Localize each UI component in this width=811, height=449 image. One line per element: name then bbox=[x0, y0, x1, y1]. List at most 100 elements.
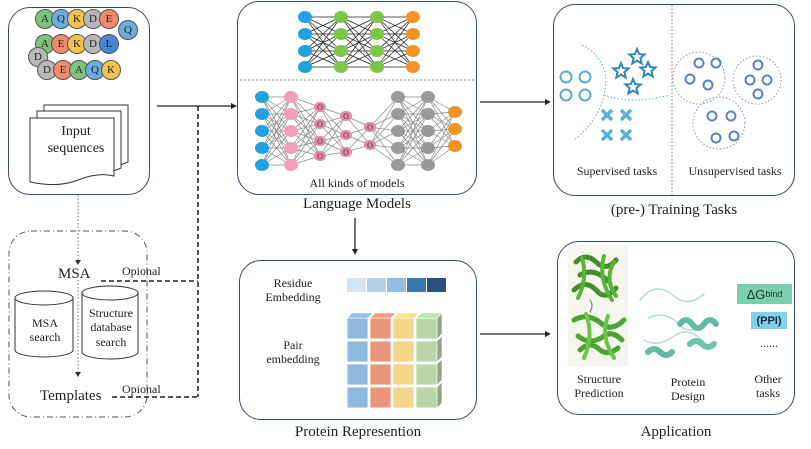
nn-edge bbox=[290, 96, 321, 157]
pair-embedding-cell bbox=[392, 340, 415, 363]
other-line1: Other bbox=[754, 372, 782, 386]
residue-embedding-label: Residue Embedding bbox=[258, 276, 328, 305]
nn-edge bbox=[397, 96, 429, 166]
language-models-panel bbox=[237, 1, 477, 195]
nn-node bbox=[255, 142, 269, 154]
cluster-point bbox=[706, 110, 718, 122]
nn-edge bbox=[369, 96, 399, 146]
nn-edge bbox=[427, 111, 456, 166]
nn-edge bbox=[376, 33, 414, 68]
db2-line3: search bbox=[95, 334, 127, 349]
nn-node bbox=[298, 11, 312, 23]
residue-line2: Embedding bbox=[265, 290, 321, 305]
structure-database-icon bbox=[81, 285, 139, 360]
pair-embedding-side-face bbox=[436, 312, 443, 340]
msa-search-label: MSA search bbox=[18, 316, 72, 345]
nn-edge bbox=[290, 113, 321, 157]
nn-edge bbox=[261, 113, 292, 166]
nn-node-label: O bbox=[367, 123, 373, 132]
nn-node bbox=[314, 135, 326, 147]
pair-embedding-cell bbox=[346, 363, 369, 386]
delta-g-subscript: bind bbox=[765, 289, 783, 299]
nn-edge bbox=[369, 96, 399, 128]
pair-embedding-cell bbox=[369, 340, 392, 363]
pair-line2: embedding bbox=[266, 352, 320, 367]
pair-embedding-top-face bbox=[369, 312, 397, 319]
structure-prediction-label: Structure Prediction bbox=[566, 372, 632, 401]
cluster-point bbox=[761, 74, 773, 86]
templates-label: Templates bbox=[40, 388, 102, 404]
nn-edge bbox=[340, 16, 378, 52]
nn-edge bbox=[319, 115, 347, 142]
ppi-label: (PPI) bbox=[756, 314, 782, 327]
optional-label-templates: Opional bbox=[122, 382, 161, 396]
cluster-point bbox=[710, 132, 722, 144]
nn-node bbox=[421, 159, 435, 171]
nn-node bbox=[421, 108, 435, 120]
cluster-point bbox=[725, 110, 737, 122]
nn-node bbox=[284, 159, 298, 171]
cluster-point bbox=[710, 57, 722, 69]
nn-edge bbox=[376, 16, 414, 68]
cluster-point bbox=[693, 57, 705, 69]
nn-node bbox=[448, 106, 462, 118]
nn-edge bbox=[304, 16, 342, 68]
nn-node-label: O bbox=[317, 103, 323, 112]
residue-embedding-cell bbox=[347, 278, 366, 292]
nn-node-label: O bbox=[367, 141, 373, 150]
nn-node-label: O bbox=[343, 148, 349, 157]
pair-embedding-cell bbox=[346, 386, 369, 409]
other-tasks-label: Other tasks bbox=[746, 372, 790, 401]
cluster-point bbox=[744, 74, 756, 86]
nn-node bbox=[298, 45, 312, 57]
nn-edge bbox=[397, 130, 429, 166]
nn-node bbox=[391, 159, 405, 171]
nn-edge bbox=[397, 113, 429, 166]
class-star bbox=[622, 76, 644, 96]
cluster-boundary bbox=[692, 96, 746, 150]
nn-node bbox=[406, 45, 420, 57]
doc-label-line2: sequences bbox=[47, 140, 105, 156]
nn-node bbox=[370, 45, 384, 57]
structure-line1: Structure bbox=[577, 372, 621, 386]
application-caption: Application bbox=[640, 424, 712, 440]
supervised-tasks-label: Supervised tasks bbox=[576, 164, 658, 178]
nn-edge bbox=[427, 128, 456, 166]
nn-edge bbox=[319, 115, 347, 157]
pair-embedding-top-face bbox=[346, 312, 374, 319]
db1-line2: search bbox=[29, 330, 61, 345]
pair-embedding-top-face bbox=[392, 312, 420, 319]
cluster-boundary bbox=[732, 55, 782, 105]
nn-node bbox=[284, 125, 298, 137]
cluster-point bbox=[752, 59, 764, 71]
protein-design-label: Protein Design bbox=[660, 375, 716, 404]
nn-node-label: O bbox=[317, 137, 323, 146]
nn-node bbox=[284, 91, 298, 103]
nn-node bbox=[364, 139, 376, 151]
nn-edge bbox=[261, 96, 292, 166]
nn-node bbox=[255, 159, 269, 171]
structure-db-label: Structure database search bbox=[83, 306, 139, 349]
cluster-point bbox=[684, 73, 696, 85]
structure-prediction-protein-icon bbox=[571, 254, 627, 360]
msa-label: MSA bbox=[58, 266, 91, 282]
document-stack-icon bbox=[29, 104, 129, 186]
input-sequences-label: Input sequences bbox=[36, 124, 116, 158]
nn-node bbox=[391, 108, 405, 120]
language-models-caption: Language Models bbox=[303, 196, 411, 212]
cluster-point bbox=[702, 79, 714, 91]
pair-embedding-cell bbox=[392, 363, 415, 386]
amino-acid-bead: E bbox=[51, 34, 71, 54]
db2-line1: Structure bbox=[89, 306, 133, 320]
nn-node bbox=[255, 91, 269, 103]
pair-embedding-cell bbox=[369, 363, 392, 386]
ppi-badge: (PPI) bbox=[751, 312, 787, 329]
unsupervised-tasks-label: Unsupervised tasks bbox=[688, 164, 782, 178]
doc-label-line1: Input bbox=[61, 124, 91, 139]
nn-edge bbox=[369, 126, 399, 166]
nn-node bbox=[314, 150, 326, 162]
nn-edge bbox=[427, 111, 456, 149]
cluster-point bbox=[728, 130, 740, 142]
